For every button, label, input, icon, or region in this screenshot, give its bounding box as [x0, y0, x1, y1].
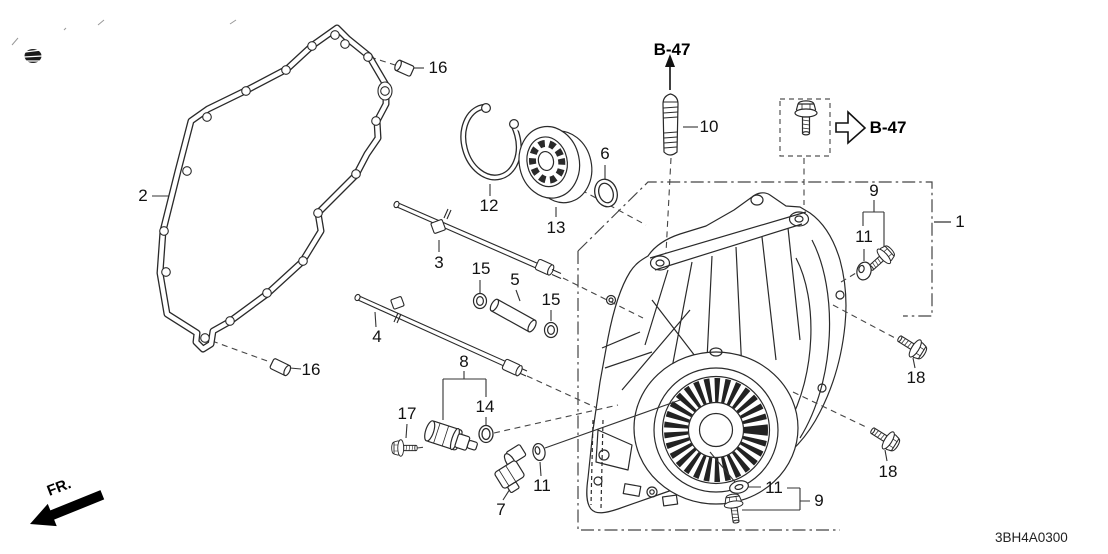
callout-pin-upper: 16: [428, 58, 448, 77]
seal-drawing: [594, 178, 618, 208]
callout-switch: 7: [496, 500, 506, 519]
ring-15-upper: [472, 292, 488, 310]
callout-bolt-lower: 9: [814, 491, 824, 510]
callout-ring-upper: 15: [471, 259, 491, 278]
washer-11-upper: [856, 261, 872, 281]
shaft-lower-drawing: [354, 293, 528, 377]
pipe-drawing: [489, 298, 537, 333]
stud-bolt: [662, 93, 679, 156]
callout-sensor: 8: [459, 352, 469, 371]
ref-b47-side: B-47: [869, 118, 907, 137]
callout-gasket: 2: [138, 186, 148, 205]
b47-up-arrow-icon: [665, 54, 675, 90]
b47-block-arrow-icon: [835, 110, 867, 145]
switch-drawing: [494, 444, 527, 494]
o-ring-drawing: [478, 424, 494, 444]
boxed-bolt: [794, 100, 818, 136]
gasket-drawing: [156, 24, 393, 353]
callout-washer-upper: 11: [855, 227, 873, 246]
callout-bolt-upper: 9: [869, 181, 879, 200]
snap-ring-drawing: [460, 92, 530, 181]
ref-b47-top: B-47: [653, 40, 691, 59]
bearing-drawing: [518, 125, 593, 204]
callout-washer-switch: 11: [533, 476, 551, 495]
washer-11-lower: [729, 480, 749, 494]
callout-bearing: 13: [546, 218, 566, 237]
callout-o-ring: 14: [475, 397, 495, 416]
callout-pipe: 5: [510, 270, 520, 289]
callout-stud: 10: [699, 117, 719, 136]
washer-11-switch: [532, 442, 546, 462]
diagram-code: 3BH4A0300: [995, 530, 1068, 545]
bolt-18-upper: [892, 329, 931, 364]
leader-lines-dashed: [211, 56, 896, 449]
callout-ring-lower: 15: [541, 290, 561, 309]
callout-shaft-lower: 4: [372, 327, 382, 346]
front-direction-arrow-icon: [30, 490, 105, 527]
bolt-18-lower: [865, 421, 904, 456]
print-smudge: [11, 19, 237, 63]
dowel-pin-lower: [269, 358, 292, 377]
callout-washer-lower: 11: [765, 478, 783, 497]
callout-pin-lower: 16: [301, 360, 321, 379]
ring-15-lower: [543, 321, 559, 339]
callout-seal: 6: [600, 144, 610, 163]
callout-snap-ring: 12: [479, 196, 499, 215]
callout-bolt-sensor: 17: [397, 404, 417, 423]
callout-shaft-upper: 3: [434, 253, 444, 272]
leader-lines-solid: [152, 67, 916, 511]
dowel-pin-upper: [394, 59, 415, 77]
shaft-upper-drawing: [393, 200, 562, 280]
case-boundary: [577, 181, 933, 531]
callout-case: 1: [955, 212, 965, 231]
bolt-17: [391, 439, 418, 457]
callout-bolt-case-lower: 18: [878, 462, 898, 481]
callout-bolt-case-upper: 18: [906, 368, 926, 387]
transmission-case-drawing: [586, 192, 847, 514]
sensor-drawing: [424, 420, 478, 451]
